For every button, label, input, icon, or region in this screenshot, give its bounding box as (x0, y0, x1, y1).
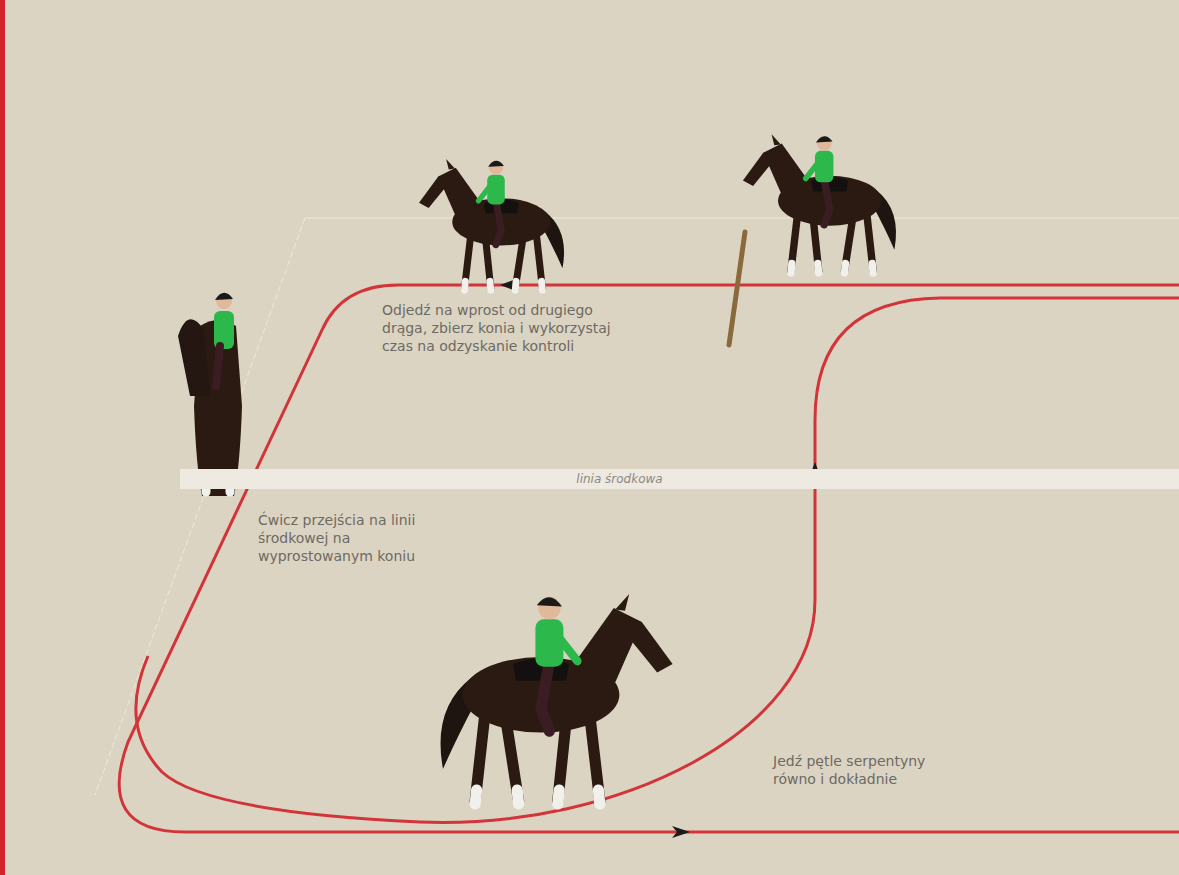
center-line-band: linia środkowa (180, 469, 1179, 489)
instruction-note: Ćwicz przejścia na linii środkowej na wy… (258, 511, 433, 565)
instruction-note: Jedź pętle serpentyny równo i dokładnie (773, 752, 938, 788)
instruction-note: Odjedź na wprost od drugiego drąga, zbie… (382, 301, 632, 355)
band-label: linia środkowa (576, 472, 782, 486)
